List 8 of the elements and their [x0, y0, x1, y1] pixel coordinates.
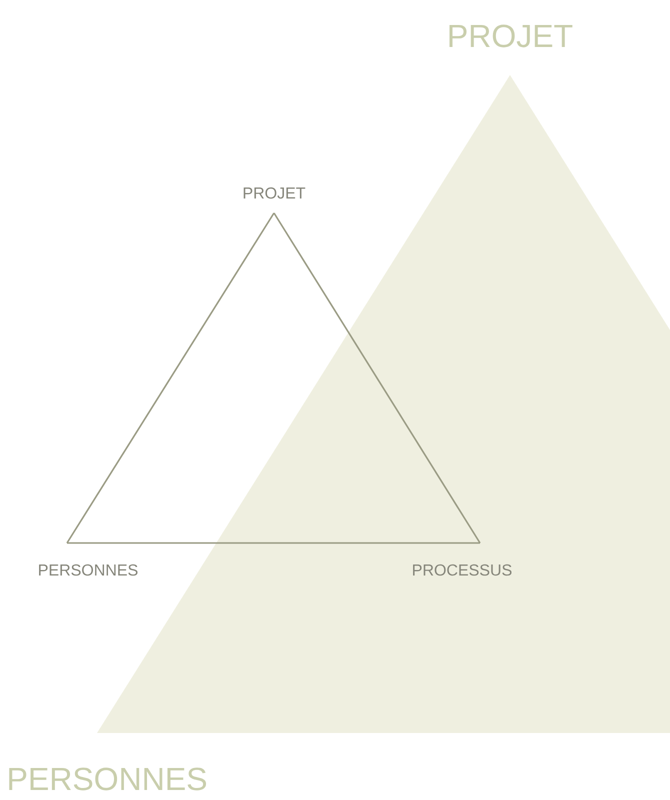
node-label: PROJET	[450, 24, 572, 48]
triangle-side	[273, 212, 481, 544]
node-label: PERSONNES	[9, 768, 206, 790]
triangle-side	[67, 542, 480, 544]
vertex-label: PERSONNES	[36, 563, 140, 577]
vertex-label: PROCESSUS	[413, 564, 512, 576]
vertex-label: PROJET	[241, 186, 307, 200]
triangle-side	[66, 212, 275, 544]
